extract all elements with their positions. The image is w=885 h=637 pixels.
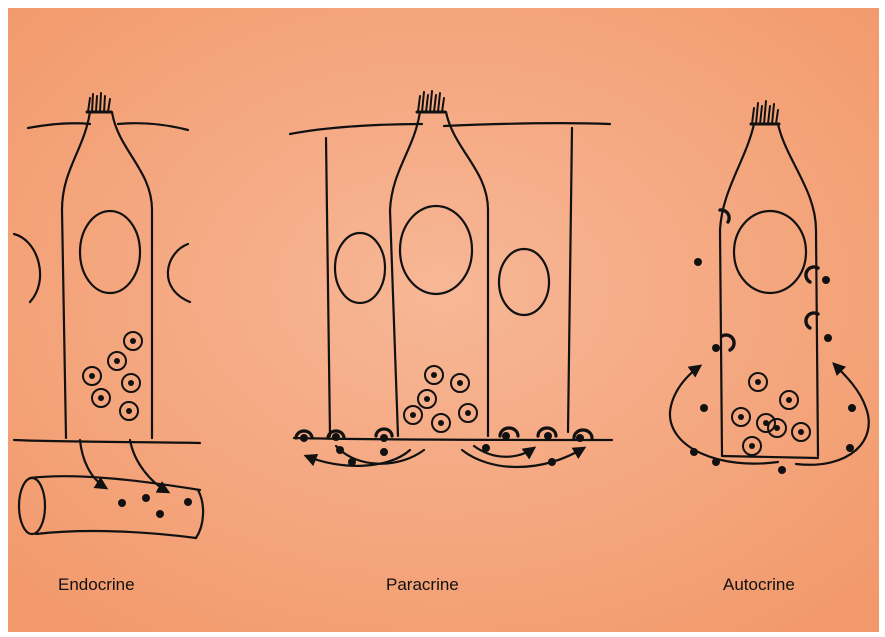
label-autocrine: Autocrine	[723, 575, 795, 595]
label-endocrine: Endocrine	[58, 575, 135, 595]
label-paracrine: Paracrine	[386, 575, 459, 595]
